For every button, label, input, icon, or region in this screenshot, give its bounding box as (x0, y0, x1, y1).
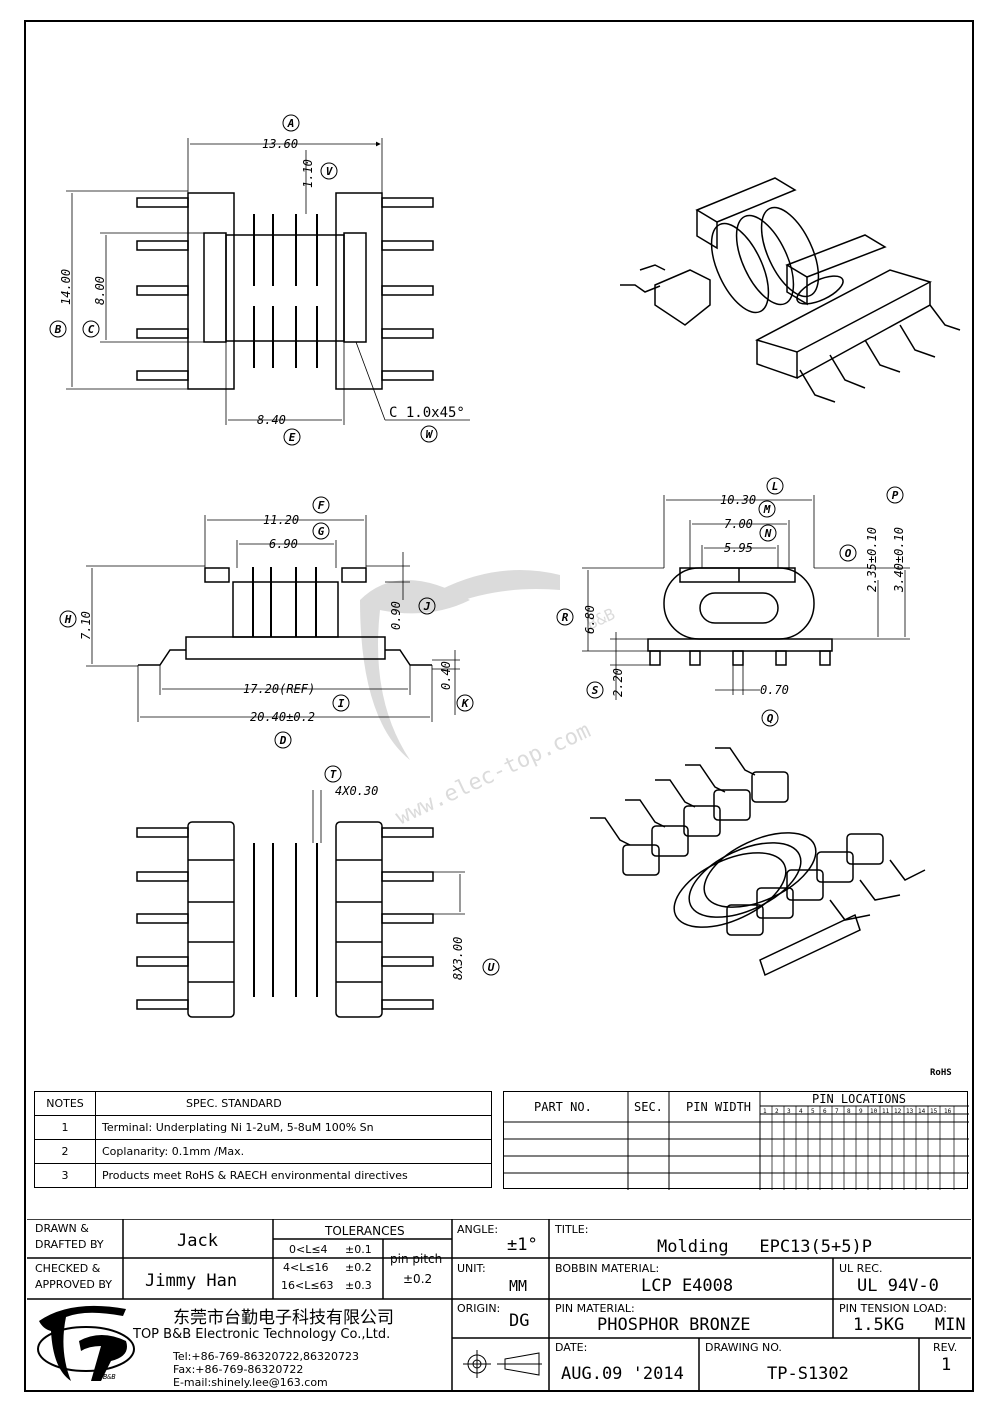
svg-text:16: 16 (944, 1108, 952, 1115)
technical-drawing: www.elec-top.com B&B (49, 114, 961, 1078)
svg-text:9: 9 (859, 1108, 863, 1115)
svg-text:7.00: 7.00 (724, 517, 753, 531)
svg-text:K: K (461, 697, 470, 710)
svg-text:SEC.: SEC. (634, 1100, 663, 1114)
svg-text:13.60: 13.60 (262, 137, 298, 151)
svg-text:3: 3 (787, 1108, 791, 1115)
svg-text:6: 6 (823, 1108, 827, 1115)
company-name-en: TOP B&B Electronic Technology Co.,Ltd. (133, 1327, 391, 1342)
svg-text:B: B (54, 323, 62, 336)
svg-text:5.95: 5.95 (724, 541, 753, 555)
side-view (582, 495, 910, 700)
bottom-view (136, 790, 465, 1018)
svg-text:8.40: 8.40 (257, 413, 286, 427)
svg-text:12: 12 (894, 1108, 902, 1115)
approved-by: Jimmy Han (145, 1271, 238, 1291)
company-logo: B&B (37, 1305, 135, 1381)
svg-text:J: J (423, 600, 431, 613)
svg-text:4: 4 (799, 1108, 803, 1115)
svg-text:C 1.0x45°: C 1.0x45° (389, 405, 465, 421)
svg-text:6.80: 6.80 (583, 605, 597, 634)
svg-text:N: N (764, 527, 772, 540)
drafted-by: Jack (177, 1231, 218, 1251)
svg-text:W: W (426, 428, 434, 441)
top-view (66, 138, 470, 425)
iso-view-bottom (590, 747, 926, 977)
svg-text:R: R (562, 611, 569, 624)
svg-text:I: I (338, 697, 345, 710)
svg-text:15: 15 (930, 1108, 938, 1115)
rohs-mark: RoHS (930, 1068, 952, 1078)
svg-text:5: 5 (811, 1108, 815, 1115)
svg-text:8X3.00: 8X3.00 (451, 937, 465, 980)
notes-header: NOTES (34, 1091, 96, 1116)
svg-text:G: G (318, 525, 325, 538)
svg-text:7: 7 (835, 1108, 839, 1115)
svg-text:F: F (318, 499, 325, 512)
svg-text:L: L (772, 480, 779, 493)
svg-text:O: O (845, 547, 852, 560)
svg-text:10: 10 (870, 1108, 878, 1115)
svg-text:P: P (892, 489, 899, 502)
iso-view-top (620, 177, 961, 403)
svg-text:8: 8 (847, 1108, 851, 1115)
svg-text:20.40±0.2: 20.40±0.2 (250, 710, 315, 724)
svg-text:14: 14 (918, 1108, 926, 1115)
svg-text:2: 2 (775, 1108, 779, 1115)
svg-text:4X0.30: 4X0.30 (335, 784, 378, 798)
svg-text:0.90: 0.90 (389, 601, 403, 630)
svg-text:8.00: 8.00 (93, 276, 107, 305)
svg-text:E: E (289, 431, 296, 444)
svg-text:U: U (488, 961, 495, 974)
svg-text:13: 13 (906, 1108, 914, 1115)
svg-text:11.20: 11.20 (263, 513, 299, 527)
svg-text:V: V (326, 165, 334, 178)
svg-text:1: 1 (763, 1108, 767, 1115)
svg-text:2.35±0.10: 2.35±0.10 (865, 527, 879, 592)
revision: 1 (941, 1355, 952, 1375)
svg-text:PART NO.: PART NO. (534, 1100, 592, 1114)
balloon-labels (49, 114, 904, 976)
svg-text:0.40: 0.40 (439, 661, 453, 690)
svg-text:M: M (763, 503, 771, 516)
svg-text:C: C (88, 323, 95, 336)
projection-symbol (463, 1350, 542, 1378)
spec-header: SPEC. STANDARD (95, 1091, 492, 1116)
svg-text:6.90: 6.90 (269, 537, 298, 551)
svg-text:11: 11 (882, 1108, 890, 1115)
svg-text:0.70: 0.70 (760, 683, 789, 697)
svg-text:A: A (287, 117, 295, 130)
svg-text:10.30: 10.30 (720, 493, 756, 507)
svg-text:14.00: 14.00 (59, 269, 73, 305)
drawing-date: AUG.09 '2014 (561, 1364, 684, 1384)
svg-text:T: T (330, 768, 337, 781)
svg-text:Q: Q (767, 712, 774, 725)
svg-text:S: S (592, 684, 599, 697)
svg-text:1.10: 1.10 (301, 159, 315, 188)
svg-text:7.10: 7.10 (79, 611, 93, 640)
svg-text:H: H (64, 613, 72, 626)
svg-text:3.40±0.10: 3.40±0.10 (892, 527, 906, 593)
drawing-title: Molding EPC13(5+5)P (657, 1237, 872, 1257)
front-view (86, 515, 460, 722)
watermark-text: www.elec-top.com (392, 718, 595, 830)
title-block: DRAWN & DRAFTED BY Jack CHECKED & APPROV… (27, 1219, 971, 1390)
svg-text:PIN LOCATIONS: PIN LOCATIONS (812, 1092, 906, 1106)
svg-text:17.20(REF): 17.20(REF) (243, 682, 315, 696)
svg-text:D: D (279, 734, 287, 747)
drawing-sheet (24, 20, 974, 1392)
company-name-cn: 东莞市台勤电子科技有限公司 (173, 1308, 394, 1328)
svg-text:B&B: B&B (103, 1373, 116, 1381)
svg-text:PIN WIDTH: PIN WIDTH (686, 1100, 751, 1114)
svg-text:2.20: 2.20 (611, 668, 625, 697)
drawing-number: TP-S1302 (767, 1364, 849, 1384)
